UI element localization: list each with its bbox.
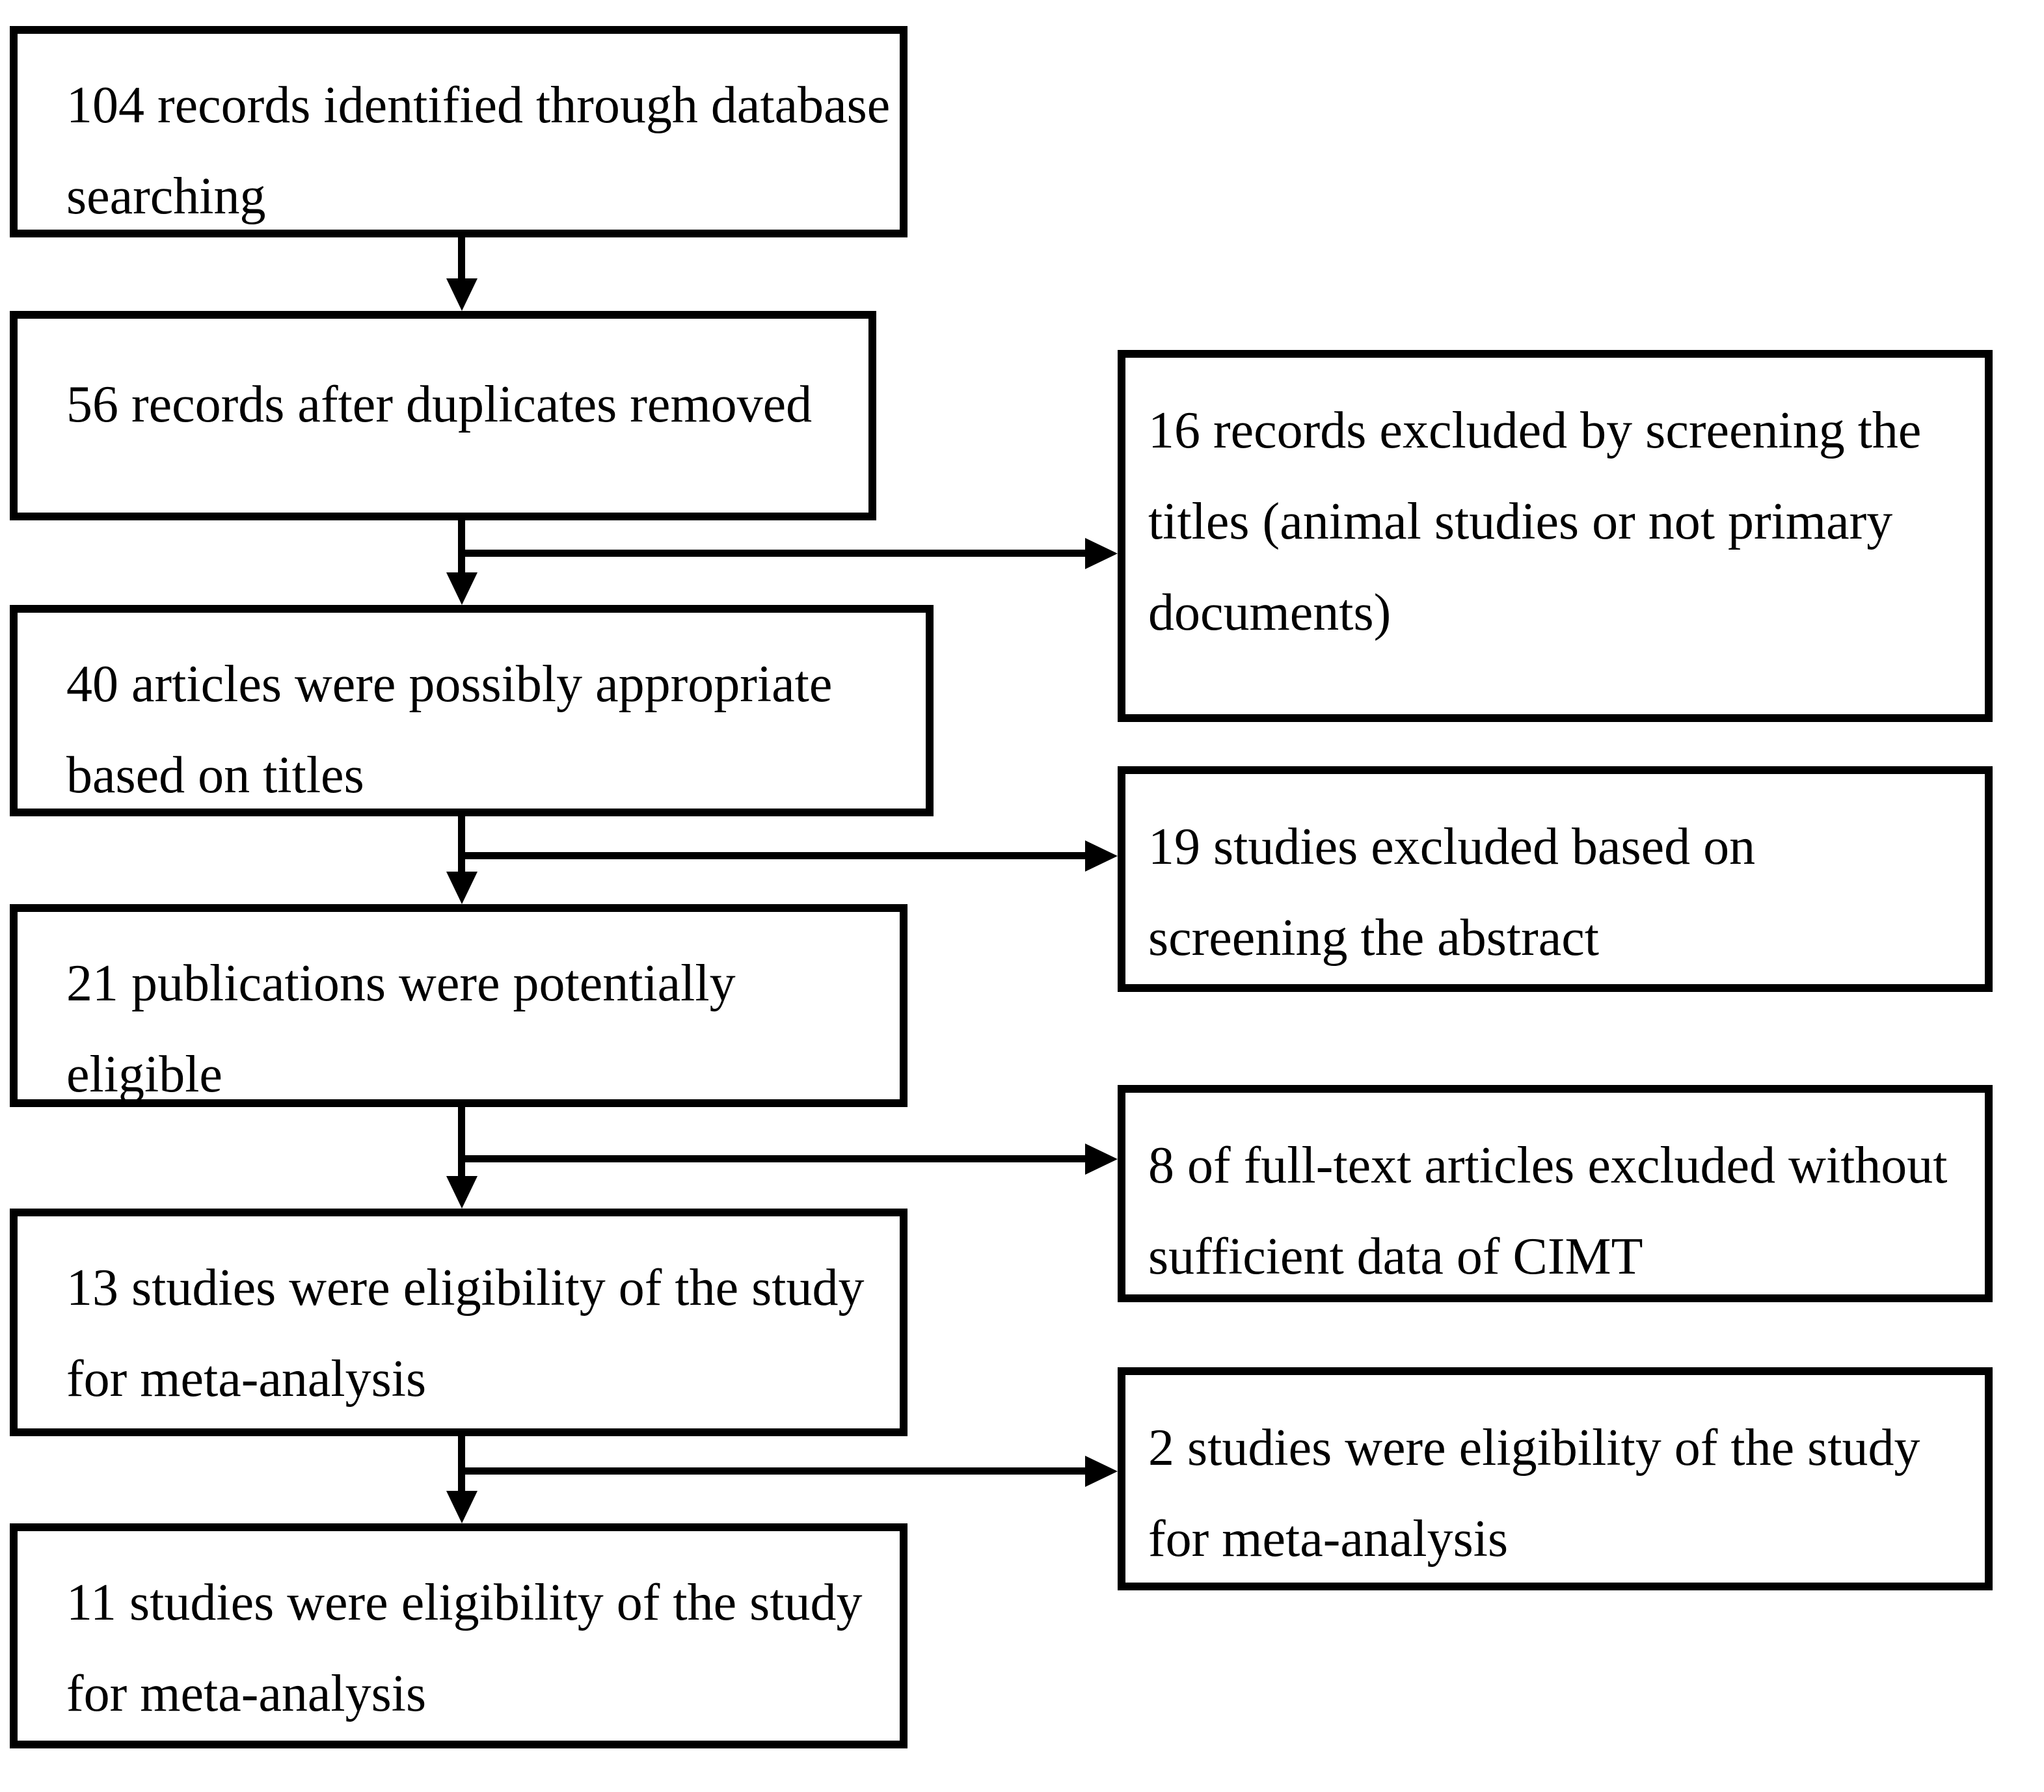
arrow-down-1-head-icon (446, 278, 477, 311)
arrow-down-2-line (458, 520, 465, 572)
box-text-line: screening the abstract (1148, 909, 1600, 967)
box-studies-eligible-2: 2 studies were eligibility of the study f… (1118, 1367, 1993, 1590)
box-text-line: sufficient data of CIMT (1148, 1228, 1643, 1285)
box-records-identified: 104 records identified through database s… (10, 26, 908, 237)
box-records-after-duplicates: 56 records after duplicates removed (10, 311, 876, 520)
arrow-down-1-line (458, 237, 465, 278)
box-text-line: 11 studies were eligibility of the study (66, 1574, 863, 1631)
box-text-line: for meta-analysis (1148, 1510, 1509, 1568)
arrow-down-3-line (458, 816, 465, 872)
arrow-branch-2-line (458, 852, 1086, 859)
arrow-branch-3-line (458, 1155, 1086, 1162)
box-text-line: 19 studies excluded based on (1148, 818, 1756, 876)
box-text-line: for meta-analysis (66, 1665, 427, 1722)
box-text-line: eligible (66, 1046, 222, 1103)
box-text-line: documents) (1148, 584, 1392, 641)
box-text-line: searching (66, 168, 266, 225)
box-publications-potentially-eligible: 21 publications were potentially eligible (10, 904, 908, 1107)
arrow-branch-1-head-icon (1085, 538, 1118, 569)
arrow-down-4-head-icon (446, 1176, 477, 1209)
box-text-line: based on titles (66, 747, 364, 804)
arrow-branch-2-head-icon (1085, 840, 1118, 872)
arrow-down-3-head-icon (446, 872, 477, 904)
box-text-line: 104 records identified through database (66, 77, 891, 134)
arrow-down-2-head-icon (446, 572, 477, 605)
box-text-line: 8 of full-text articles excluded without (1148, 1137, 1948, 1194)
arrow-down-5-head-icon (446, 1491, 477, 1523)
arrow-down-4-line (458, 1107, 465, 1176)
box-articles-title-screen: 40 articles were possibly appropriate bas… (10, 605, 934, 816)
box-excluded-fulltext-cimt: 8 of full-text articles excluded without… (1118, 1085, 1993, 1302)
arrow-branch-3-head-icon (1085, 1143, 1118, 1175)
box-studies-eligible-13: 13 studies were eligibility of the study… (10, 1209, 908, 1436)
arrow-branch-4-head-icon (1085, 1456, 1118, 1487)
arrow-down-5-line (458, 1436, 465, 1491)
box-text-line: 21 publications were potentially (66, 955, 736, 1012)
box-text-line: titles (animal studies or not primary (1148, 493, 1893, 550)
arrow-branch-1-line (458, 550, 1086, 557)
box-text-line: 2 studies were eligibility of the study (1148, 1419, 1920, 1477)
box-excluded-by-abstract: 19 studies excluded based on screening th… (1118, 766, 1993, 992)
box-excluded-by-titles: 16 records excluded by screening the titl… (1118, 350, 1993, 722)
box-text-line: for meta-analysis (66, 1350, 427, 1408)
box-text-line: 16 records excluded by screening the (1148, 402, 1922, 459)
arrow-branch-4-line (458, 1467, 1086, 1475)
box-text-line: 40 articles were possibly appropriate (66, 656, 833, 713)
box-text-line: 56 records after duplicates removed (66, 376, 813, 433)
box-text-line: 13 studies were eligibility of the study (66, 1259, 865, 1317)
box-studies-eligible-11: 11 studies were eligibility of the study… (10, 1523, 908, 1748)
